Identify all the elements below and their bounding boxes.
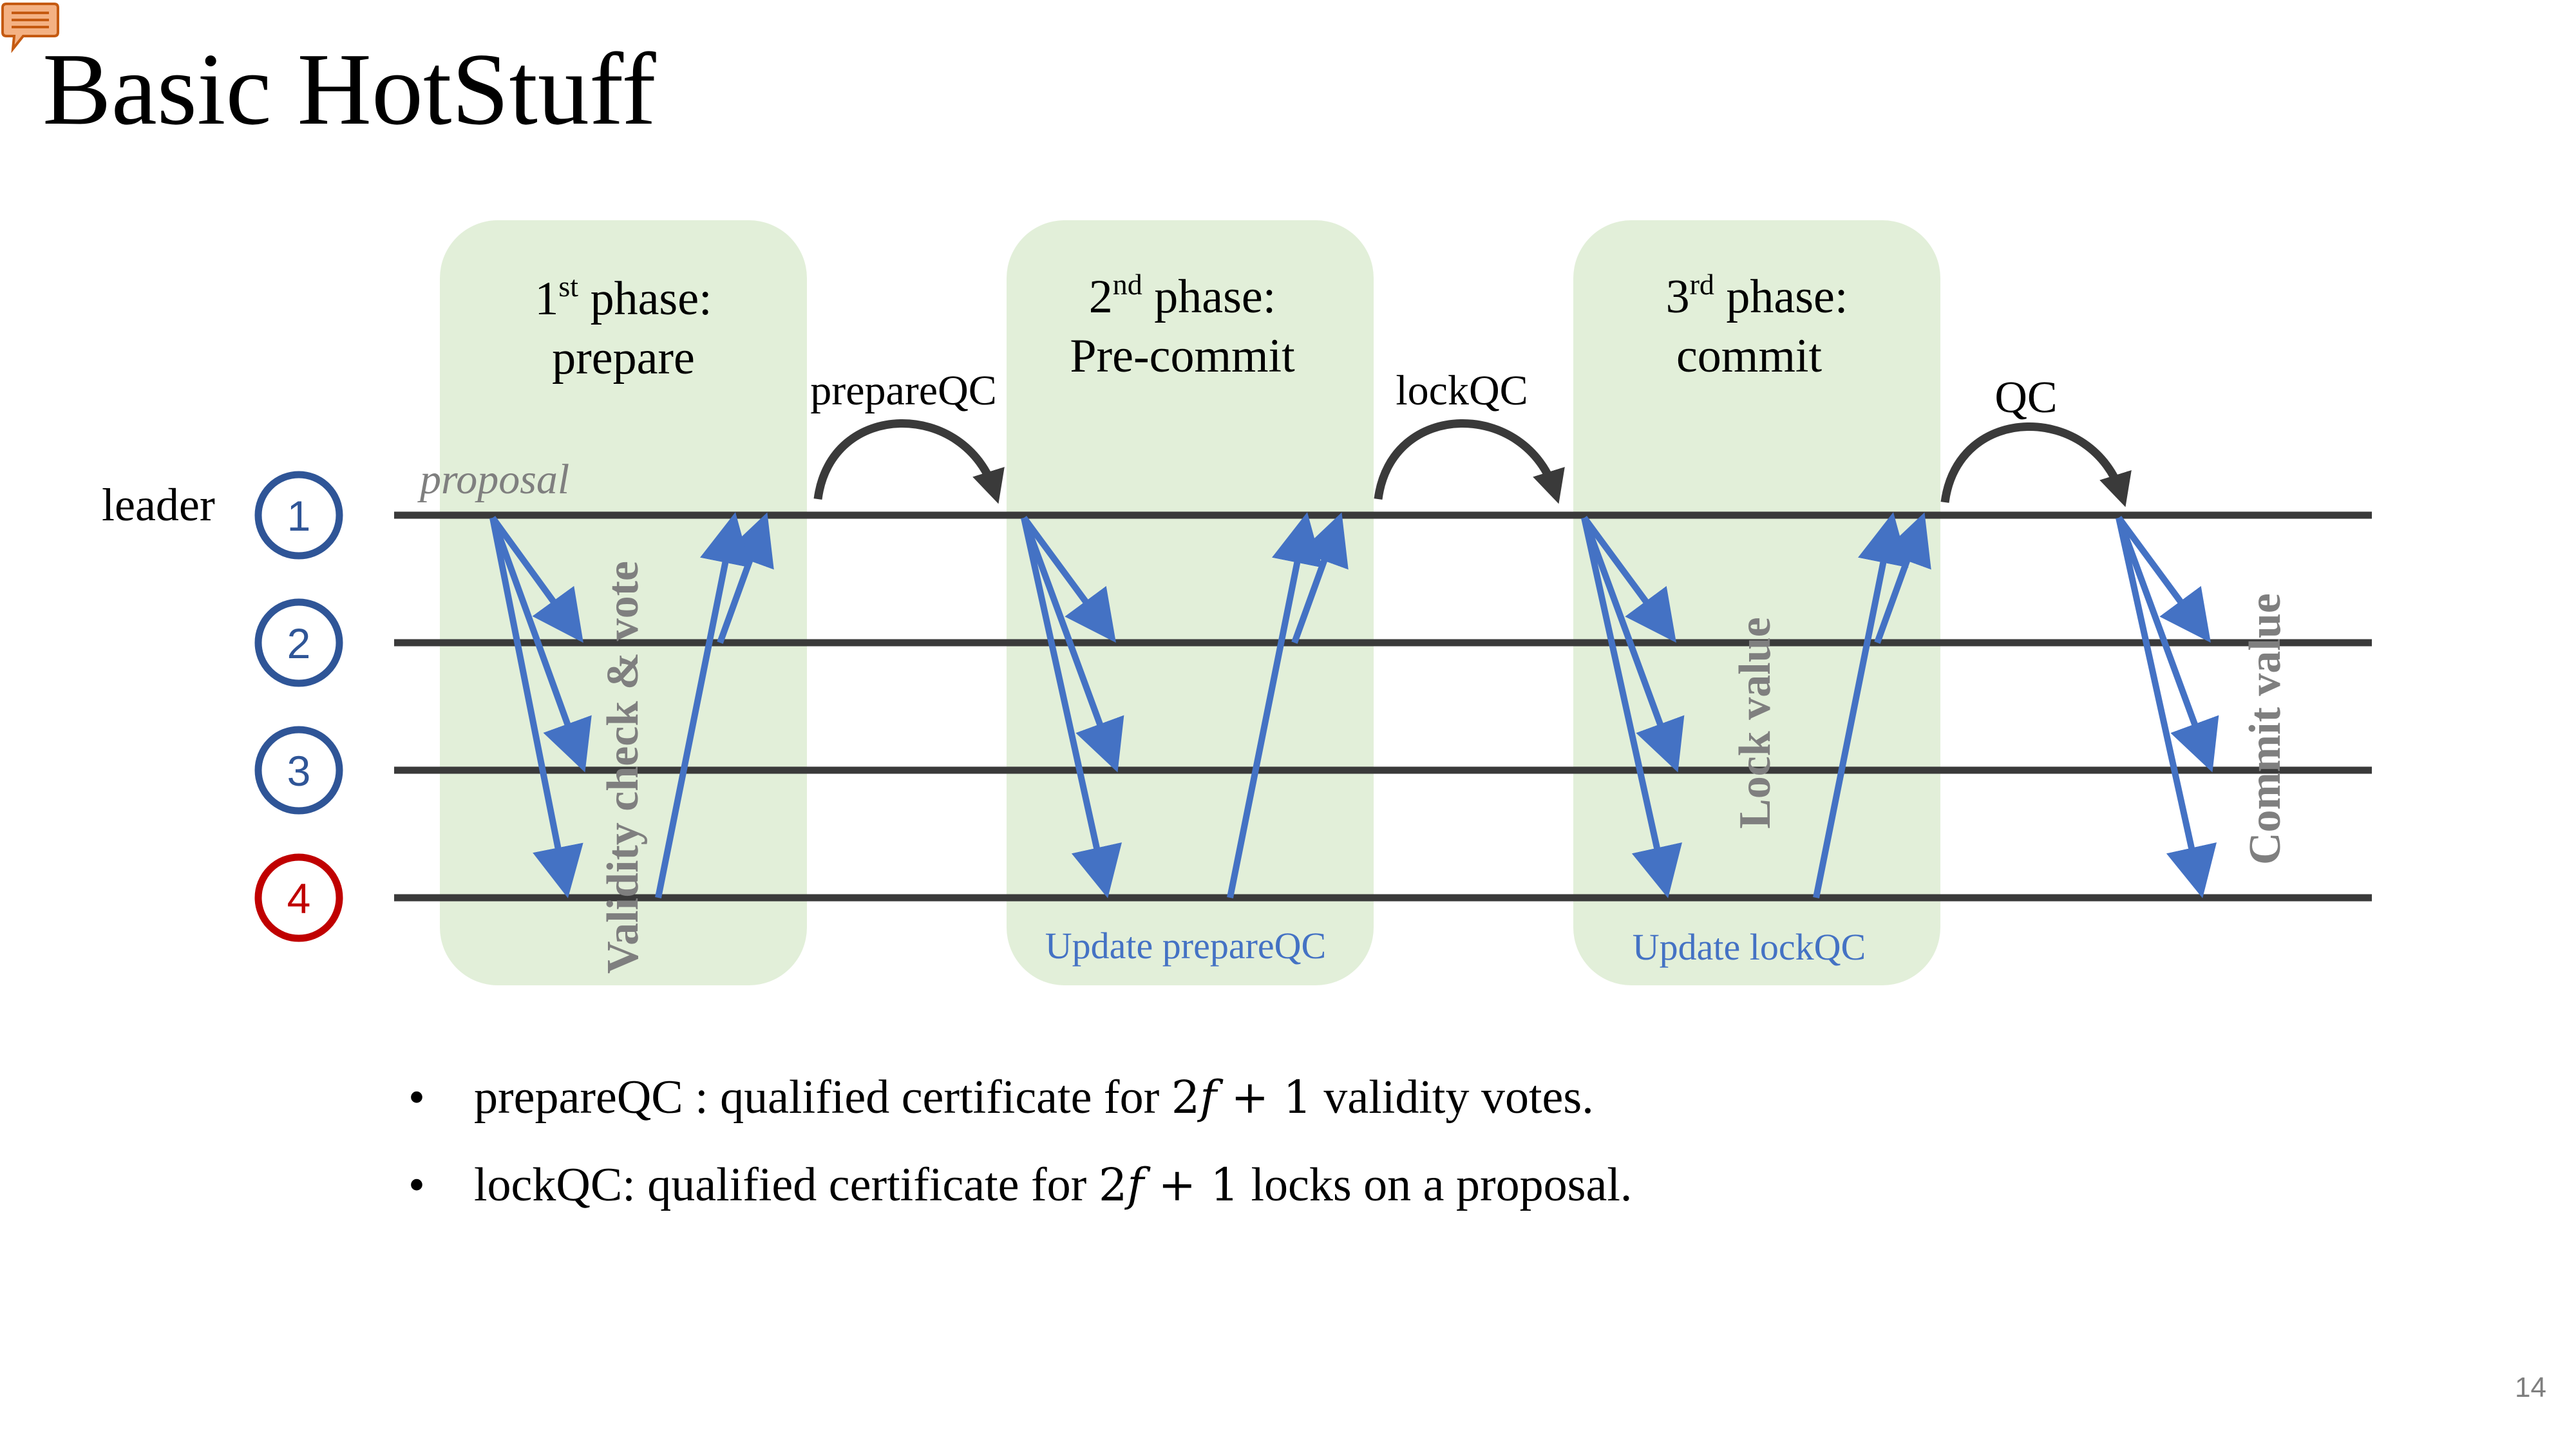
bullet-text: lockQC: qualified certificate for 2f + 1… xyxy=(474,1159,1633,1211)
qc-label-qc: QC xyxy=(1994,373,2057,422)
messages-commit xyxy=(2116,516,2219,898)
node-1: 1 xyxy=(254,471,343,560)
phase-subtitle-1: prepare xyxy=(552,332,695,384)
curved-arrow-prepareqc xyxy=(813,419,1005,504)
node-3: 3 xyxy=(254,726,343,815)
update-note-prepareqc: Update prepareQC xyxy=(1045,925,1326,967)
phase-title-1: 1st phase: xyxy=(535,270,712,325)
vertical-note-lock: Lock value xyxy=(1730,617,1780,829)
proposal-label: proposal xyxy=(417,456,569,503)
page-title: Basic HotStuff xyxy=(43,32,656,146)
bullet-dot: • xyxy=(408,1159,425,1211)
messages-phase-3 xyxy=(1581,512,1931,898)
update-note-lockqc: Update lockQC xyxy=(1633,926,1866,968)
node-4-faulty: 4 xyxy=(254,853,343,942)
phase-box-commit xyxy=(1573,220,1940,985)
svg-text:1: 1 xyxy=(287,492,311,540)
leader-label: leader xyxy=(102,479,215,531)
phase-title-3: 3rd phase: xyxy=(1666,268,1848,323)
qc-label-lockqc: lockQC xyxy=(1396,367,1528,414)
comment-icon[interactable] xyxy=(1,0,59,53)
phase-subtitle-3: commit xyxy=(1676,330,1823,383)
curved-arrow-qc xyxy=(1940,422,2132,507)
curved-arrow-lockqc xyxy=(1374,419,1565,504)
messages-phase-2 xyxy=(1021,512,1349,898)
phase-subtitle-2: Pre-commit xyxy=(1070,330,1295,383)
bullet-dot: • xyxy=(408,1071,425,1124)
svg-text:4: 4 xyxy=(287,875,311,922)
phase-box-prepare xyxy=(440,220,807,985)
bullet-text: prepareQC : qualified certificate for 2f… xyxy=(474,1071,1594,1124)
phase-box-pre-commit xyxy=(1007,220,1374,985)
node-2: 2 xyxy=(254,598,343,687)
slide-number: 14 xyxy=(2515,1372,2546,1403)
vertical-note-validity: Validity check & vote xyxy=(598,561,648,974)
phase-title-2: 2nd phase: xyxy=(1089,268,1276,323)
messages-phase-1 xyxy=(489,512,774,898)
qc-label-prepareqc: prepareQC xyxy=(810,367,997,414)
vertical-note-commit: Commit value xyxy=(2240,593,2290,865)
svg-text:3: 3 xyxy=(287,747,311,795)
svg-text:2: 2 xyxy=(287,620,311,667)
